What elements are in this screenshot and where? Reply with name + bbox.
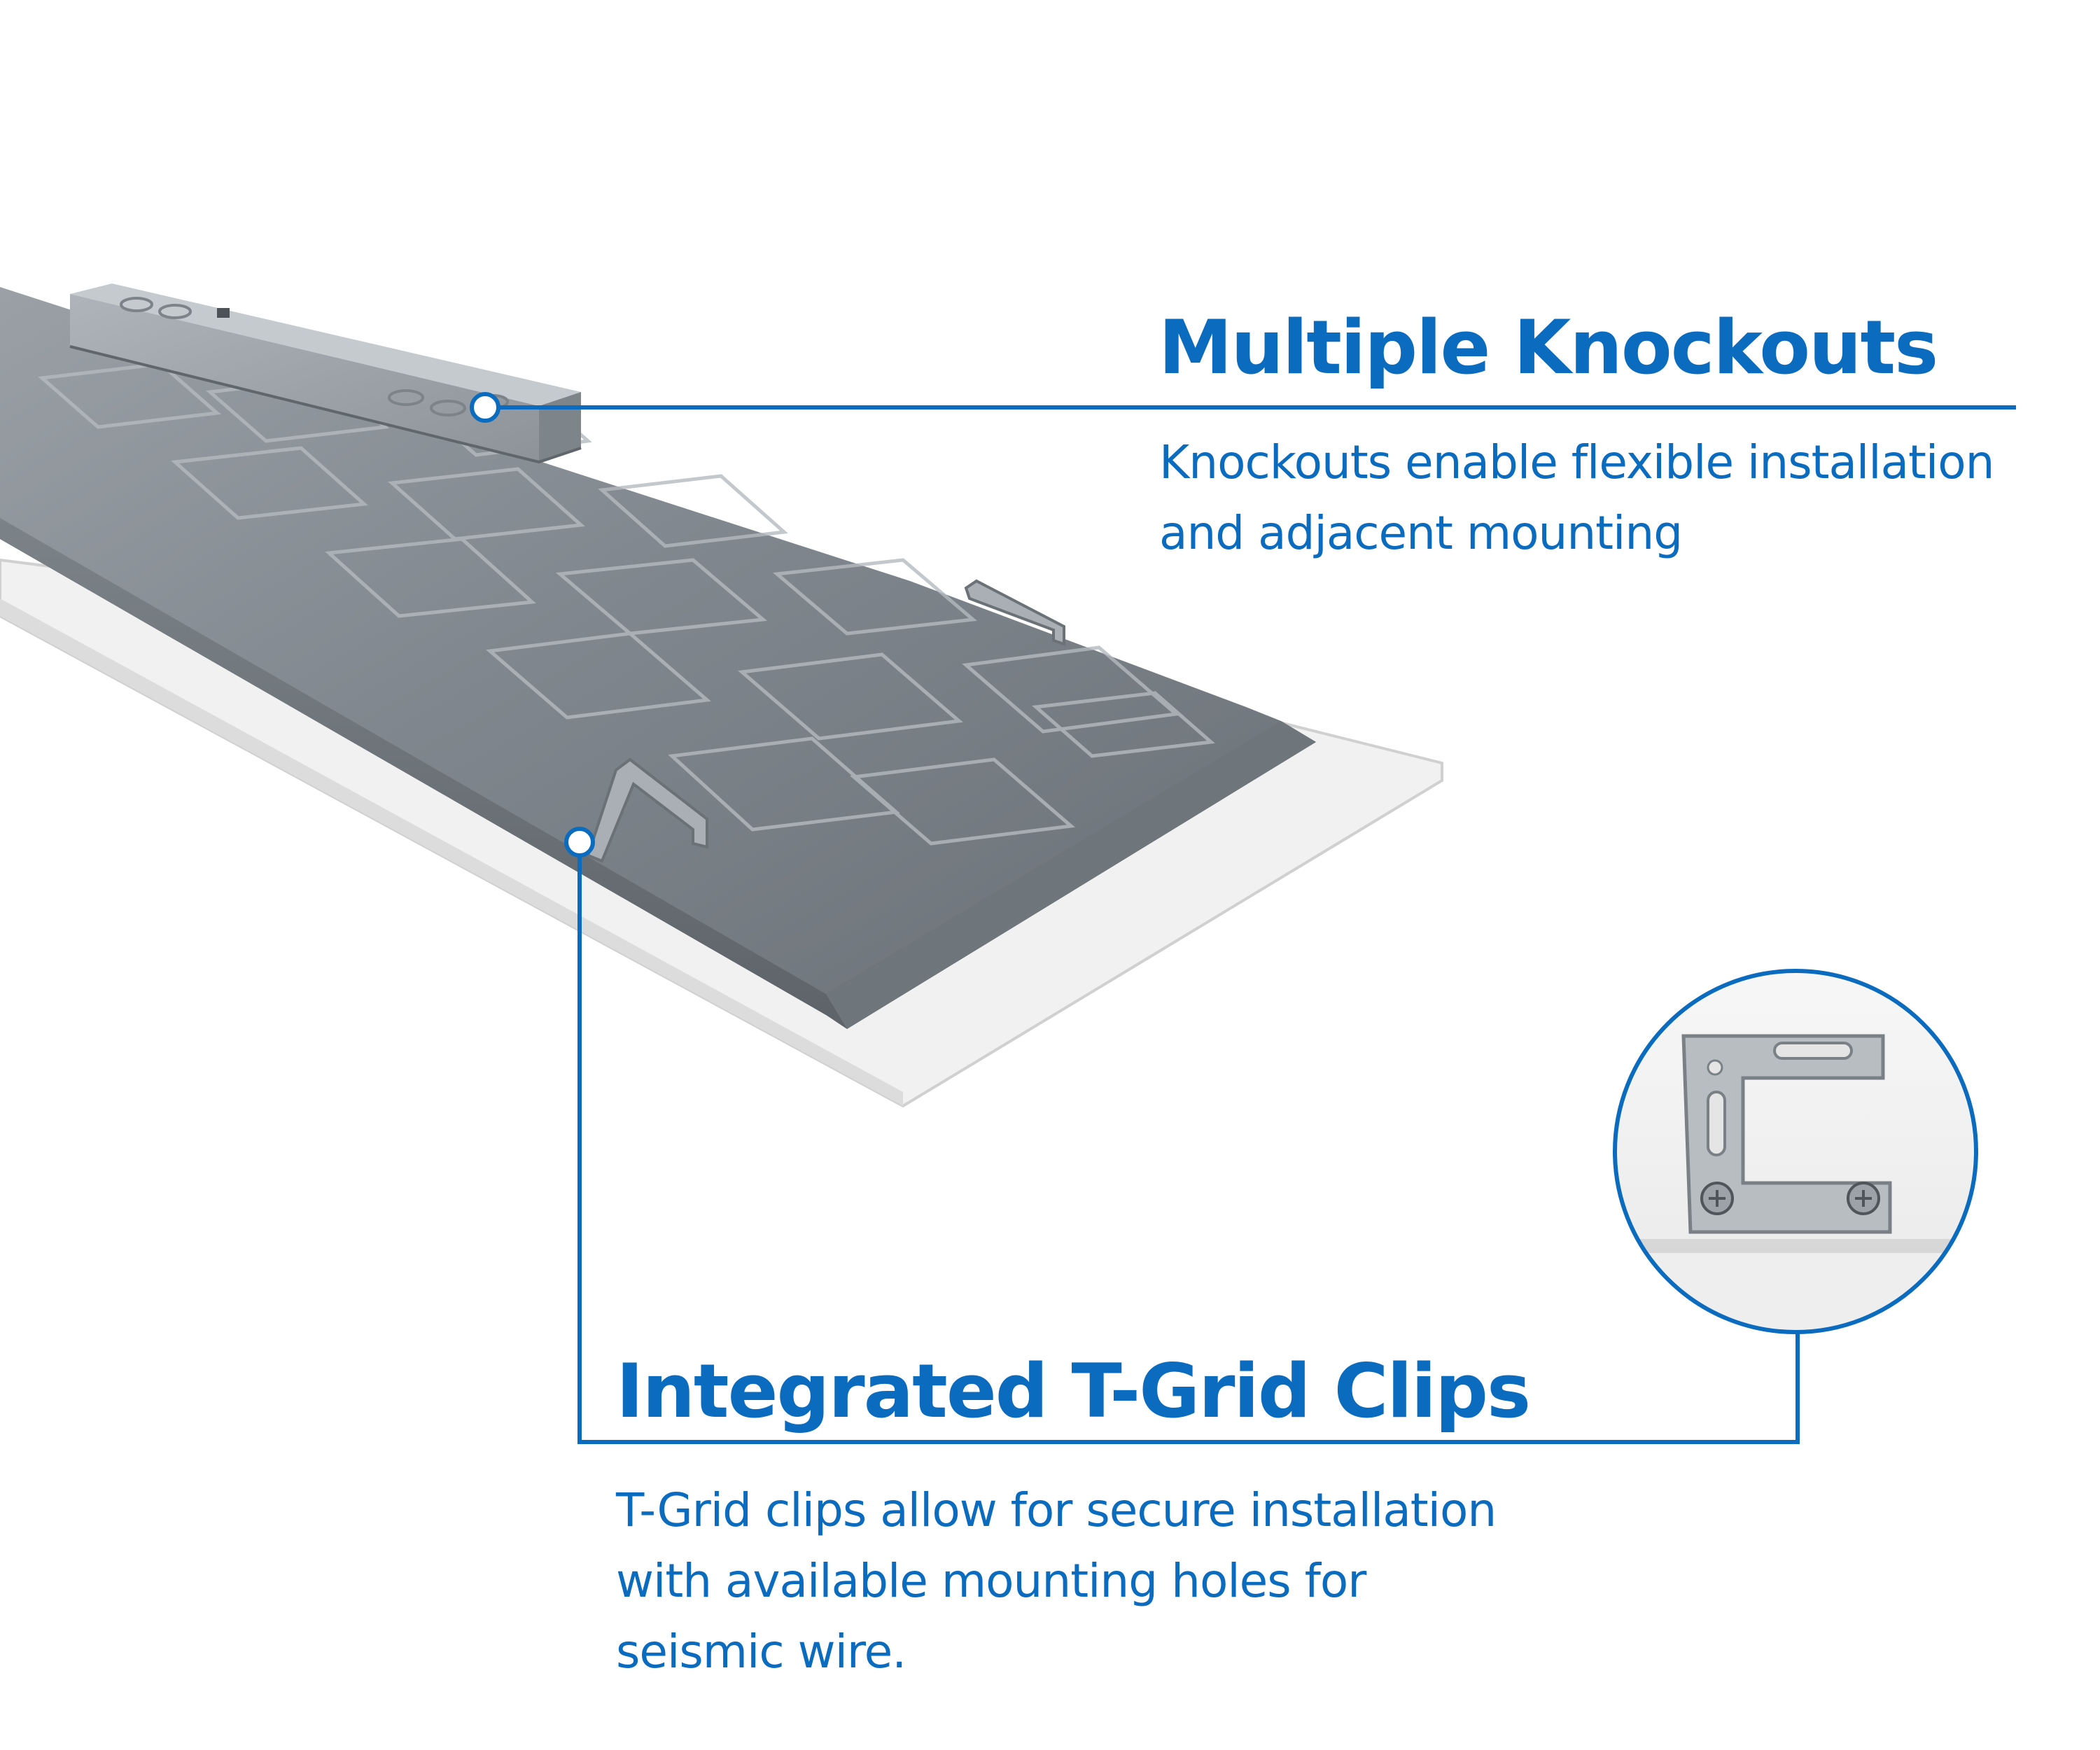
knockouts-description: Knockouts enable flexible installation a… xyxy=(1159,435,1994,560)
panel-back-housing xyxy=(0,287,1281,1015)
knockouts-title: Multiple Knockouts xyxy=(1158,304,1938,391)
t-grid-clips-title: Integrated T-Grid Clips xyxy=(616,1348,1531,1434)
bracket-closeup-icon xyxy=(1681,1034,1892,1234)
callout-connectors xyxy=(470,392,2016,1444)
t-grid-clips-description: T-Grid clips allow for secure installati… xyxy=(616,1483,1497,1679)
detail-inset xyxy=(1613,969,1978,1334)
t-grid-clip-icon xyxy=(586,579,1065,863)
